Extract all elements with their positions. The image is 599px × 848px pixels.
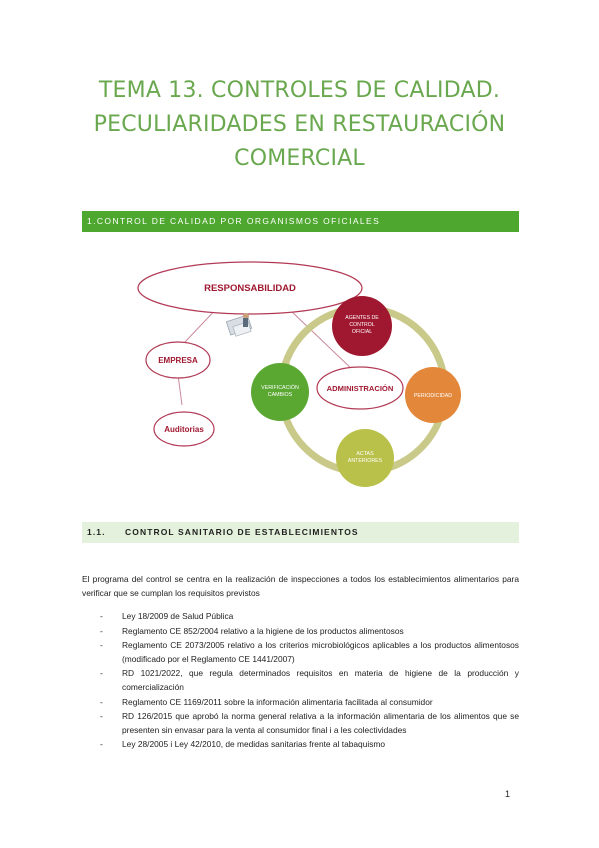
list-item: - RD 1021/2022, que regula determinados r…	[100, 667, 519, 694]
list-dash: -	[100, 711, 103, 722]
list-item: - Reglamento CE 2073/2005 relativo a los …	[100, 639, 519, 666]
title-line-3: COMERCIAL	[234, 146, 365, 171]
list-item: - Ley 18/2009 de Salud Pública	[100, 610, 519, 624]
subsection-number: 1.1.	[87, 527, 106, 537]
list-item: - Reglamento CE 1169/2011 sobre la inform…	[100, 696, 519, 710]
section-heading: 1.CONTROL DE CALIDAD POR ORGANISMOS OFIC…	[82, 211, 519, 232]
connector-line	[289, 309, 356, 373]
empresa-label: EMPRESA	[158, 356, 198, 365]
list-item-text: Ley 28/2005 i Ley 42/2010, de medidas sa…	[122, 739, 386, 750]
verificacion-circle	[251, 363, 309, 421]
title-line-2: PECULIARIDADES EN RESTAURACIÓN	[93, 112, 506, 137]
periodicidad-label: PERIODICIDAD	[414, 393, 452, 399]
inspection-clipart-icon	[225, 313, 253, 337]
auditorias-label: Auditorias	[164, 425, 204, 434]
responsabilidad-ellipse	[137, 261, 363, 315]
periodicidad-circle	[405, 367, 461, 423]
actas-label-1: ACTAS	[356, 451, 374, 457]
list-dash: -	[100, 640, 103, 651]
connector-line	[177, 374, 183, 406]
control-diagram: RESPONSABILIDAD EMPRESA Auditorias ADMIN…	[130, 250, 470, 500]
actas-label-2: ANTERIORES	[348, 458, 383, 464]
page-title: TEMA 13. CONTROLES DE CALIDAD. PECULIARI…	[40, 74, 559, 176]
list-item-text: Ley 18/2009 de Salud Pública	[122, 611, 234, 621]
agentes-label-2: CONTROL	[349, 322, 374, 328]
empresa-ellipse	[145, 341, 211, 379]
agentes-label-3: OFICIAL	[352, 329, 372, 335]
agentes-circle	[332, 296, 392, 356]
list-dash: -	[100, 696, 103, 707]
subsection-label: CONTROL SANITARIO DE ESTABLECIMIENTOS	[125, 527, 359, 537]
list-item-text: Reglamento CE 1169/2011 sobre la informa…	[122, 696, 433, 707]
auditorias-ellipse	[153, 411, 215, 447]
subsection-heading: 1.1. CONTROL SANITARIO DE ESTABLECIMIENTO…	[82, 522, 519, 543]
agentes-label-1: AGENTES DE	[345, 315, 379, 321]
list-item-text: Reglamento CE 2073/2005 relativo a los c…	[122, 640, 519, 664]
intro-paragraph: El programa del control se centra en la …	[82, 574, 519, 598]
administracion-label: ADMINISTRACIÓN	[327, 384, 394, 393]
regulation-list: - Ley 18/2009 de Salud Pública - Reglament…	[100, 610, 519, 753]
list-dash: -	[100, 625, 103, 636]
title-line-1: TEMA 13. CONTROLES DE CALIDAD.	[98, 78, 501, 103]
list-dash: -	[100, 668, 103, 679]
list-item: - Ley 28/2005 i Ley 42/2010, de medidas s…	[100, 738, 519, 752]
actas-circle	[336, 429, 394, 487]
page-number: 1	[505, 789, 511, 799]
list-item-text: RD 1021/2022, que regula determinados re…	[122, 668, 519, 692]
responsabilidad-label: RESPONSABILIDAD	[204, 283, 296, 294]
administracion-ellipse	[316, 366, 404, 410]
verificacion-label-2: CAMBIOS	[268, 392, 293, 398]
list-item-text: RD 126/2015 que aprobó la norma general …	[122, 711, 519, 735]
list-item-text: Reglamento CE 852/2004 relativo a la hig…	[122, 625, 404, 636]
list-item: - Reglamento CE 852/2004 relativo a la hi…	[100, 625, 519, 639]
list-dash: -	[100, 739, 103, 750]
list-item: - RD 126/2015 que aprobó la norma general…	[100, 710, 519, 737]
verificacion-label-1: VERIFICACIÓN	[261, 384, 299, 391]
list-dash: -	[100, 611, 103, 621]
